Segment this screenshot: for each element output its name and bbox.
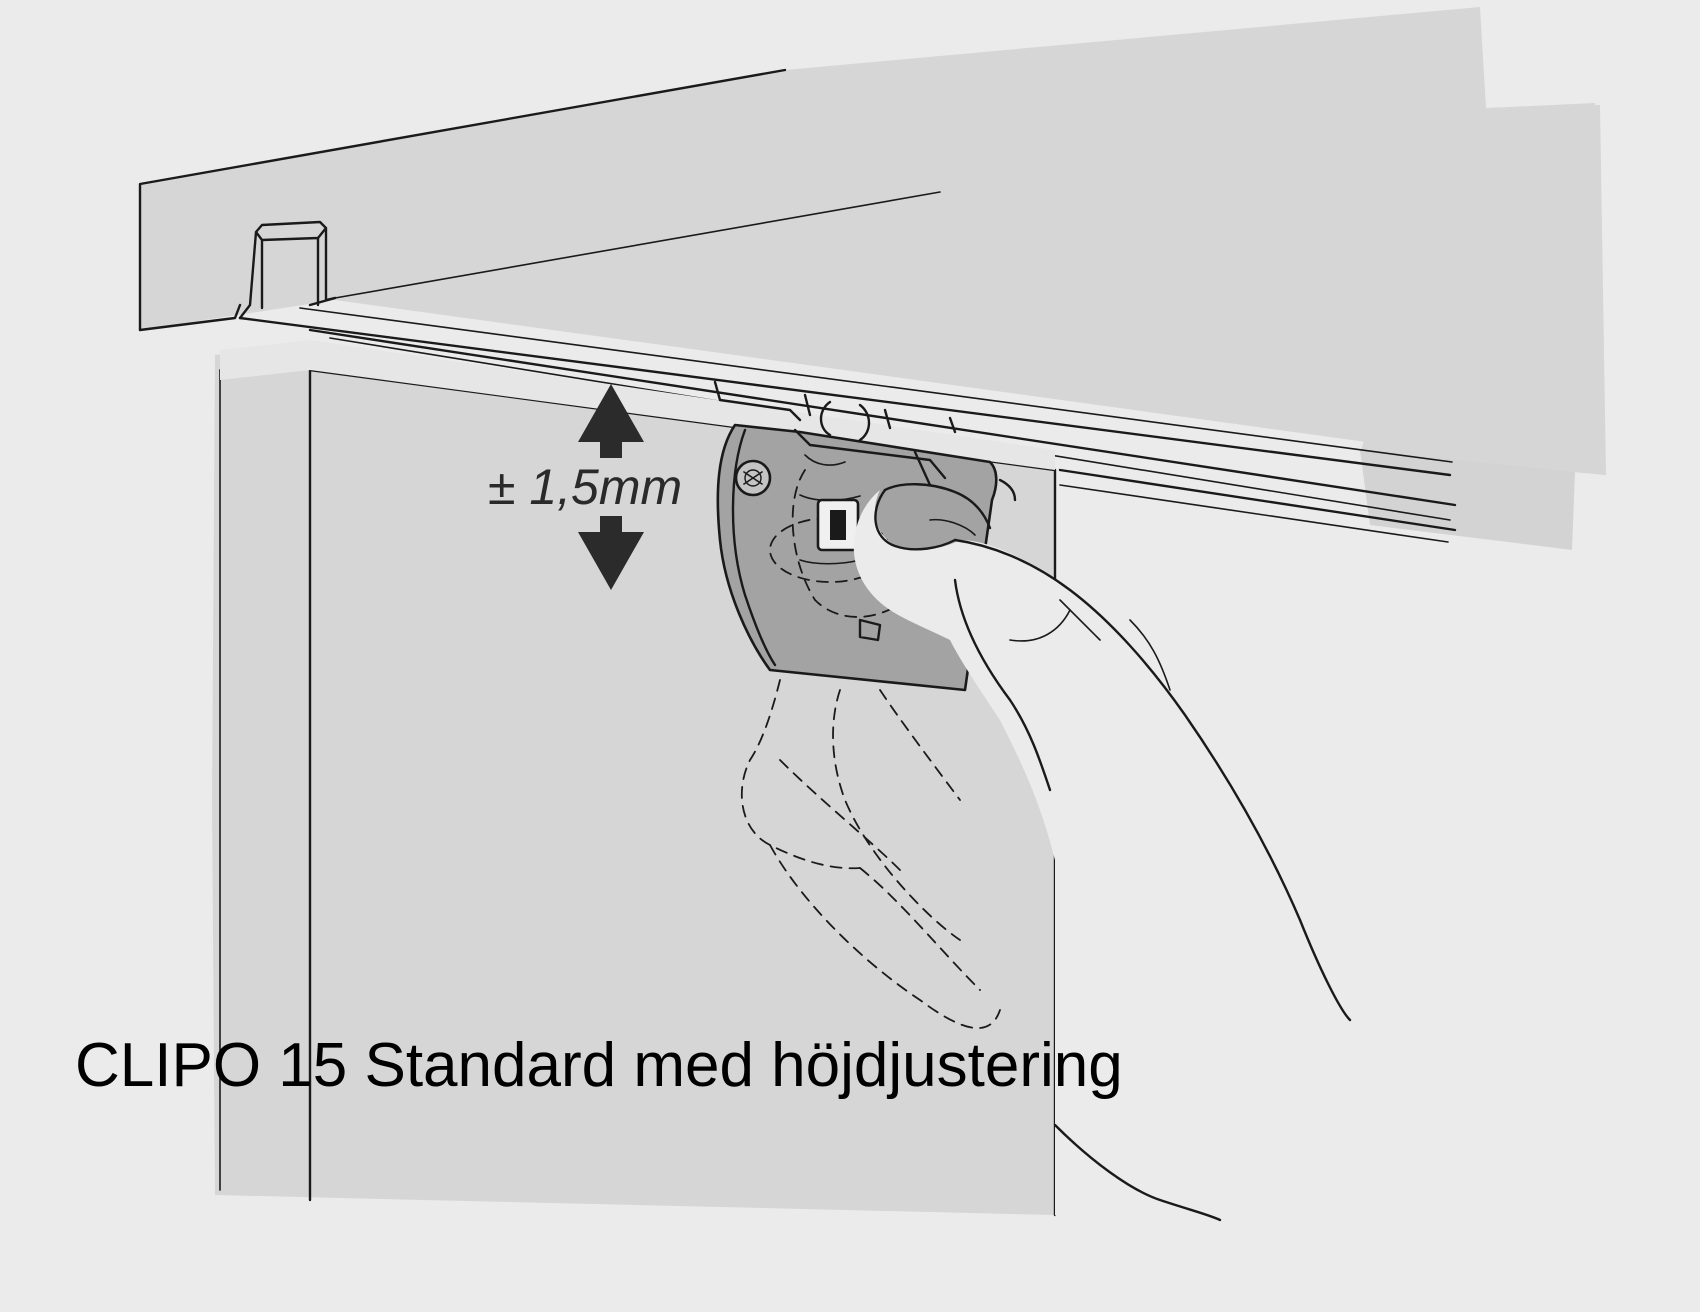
ceiling-board xyxy=(140,7,1606,475)
double-arrow-icon xyxy=(578,384,644,590)
top-strip xyxy=(220,340,1055,470)
hidden-fingers xyxy=(740,679,1001,1029)
dimension-label: ± 1,5mm xyxy=(488,459,683,515)
screw-icon xyxy=(734,459,772,497)
clip-tabs xyxy=(713,380,957,442)
ceiling-seam xyxy=(334,191,941,299)
right-lower-panel xyxy=(1360,450,1575,550)
hand xyxy=(853,478,1410,1300)
caption: CLIPO 15 Standard med höjdjustering xyxy=(75,1031,1123,1100)
rail-hanger xyxy=(238,220,337,320)
ceiling-outline xyxy=(138,68,787,332)
hand-fill xyxy=(853,490,1410,1300)
